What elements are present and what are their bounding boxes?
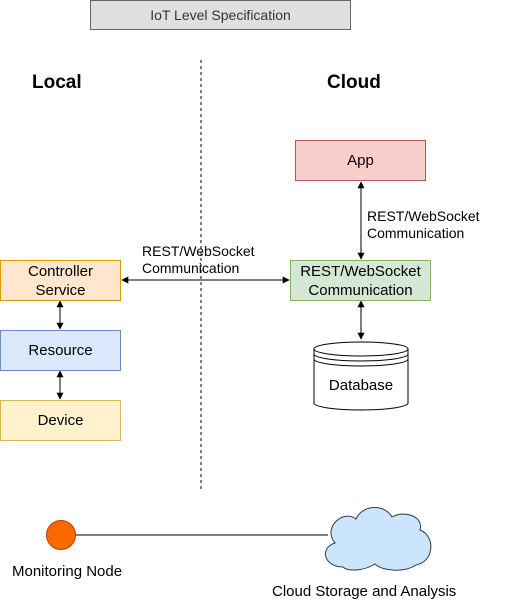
edge-label-local-cloud-line1: REST/WebSocket [142,243,255,259]
cloud-storage-shape [324,507,432,571]
database-label: Database [328,377,394,394]
rest-node-line1: REST/WebSocket [300,262,421,280]
device-label: Device [37,412,84,429]
controller-service-node: Controller Service [0,260,121,301]
edge-label-local-cloud: REST/WebSocket Communication [142,243,255,277]
cloud-heading: Cloud [327,72,381,93]
resource-label: Resource [28,342,93,359]
rest-websocket-node: REST/WebSocket Communication [290,260,431,301]
edge-label-local-cloud-line2: Communication [142,260,240,276]
resource-node: Resource [0,330,121,371]
edge-label-app-rest-line1: REST/WebSocket [367,208,480,224]
edge-label-app-rest: REST/WebSocket Communication [367,208,480,242]
database-shape [313,341,409,411]
diagram-title-text: IoT Level Specification [150,6,291,23]
rest-node-line2: Communication [308,281,413,299]
controller-service-line1: Controller [27,262,94,280]
device-node: Device [0,400,121,441]
local-heading: Local [32,72,82,93]
diagram-title: IoT Level Specification [90,0,351,30]
app-label: App [347,152,374,169]
cloud-storage-label: Cloud Storage and Analysis [272,583,457,600]
edge-label-app-rest-line2: Communication [367,225,465,241]
monitoring-node-circle [46,520,76,550]
monitoring-node-label: Monitoring Node [12,563,123,580]
app-node: App [295,140,426,181]
controller-service-line2: Service [35,281,86,299]
